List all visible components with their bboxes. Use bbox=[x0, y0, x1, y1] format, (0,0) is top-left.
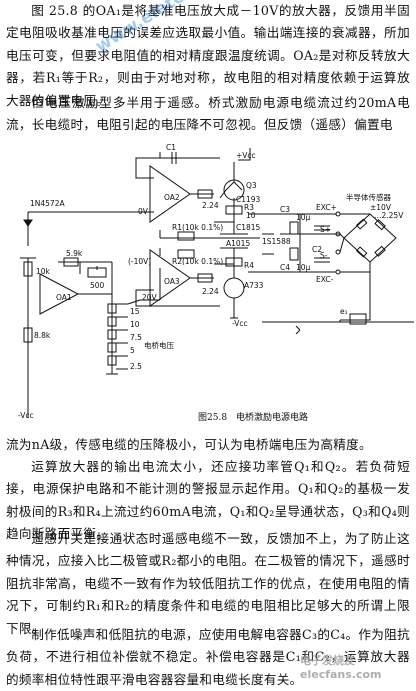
vcc-minus-label: -Vcc bbox=[18, 411, 34, 420]
r3-label: R3 bbox=[244, 203, 254, 212]
c10u-a-label: 10μ bbox=[296, 213, 311, 222]
watermark-bottom: 电子发烧友 elecfans.com bbox=[300, 654, 382, 681]
paragraph-1: 图 25.8 的OA₁是将基准电压放大成－10V的放大器，反馈用半固定电阻吸收基… bbox=[6, 3, 410, 108]
bridge-voltage-label: 电桥电压 bbox=[144, 340, 174, 350]
ref-0v-label: 0V bbox=[138, 207, 149, 216]
r10-label: 10 bbox=[246, 211, 256, 220]
c1193-label: C1193 bbox=[236, 195, 261, 204]
exc-minus-label: EXC- bbox=[316, 275, 334, 284]
r10k-label: 10k bbox=[36, 267, 51, 276]
v75-label: 7.5 bbox=[130, 333, 142, 342]
r2-label: R2(10k 0.1%) bbox=[172, 257, 223, 266]
figure-caption: 图25.8 电桥激励电源电路 bbox=[198, 411, 308, 423]
q3-label: Q3 bbox=[246, 181, 257, 190]
vcc-minus2-label: -Vcc bbox=[232, 319, 248, 328]
r1-label: R1(10k 0.1%) bbox=[172, 223, 223, 232]
v10-label: 10 bbox=[130, 320, 140, 329]
s-minus-label: S- bbox=[320, 251, 328, 260]
oa2-label: OA2 bbox=[164, 193, 180, 202]
paragraph-3: 流为nA级，传感电缆的压降极小，可认为电桥端电压为高精度。 bbox=[6, 437, 372, 452]
v5-label: 5 bbox=[130, 346, 135, 355]
oa1-label: OA1 bbox=[56, 293, 72, 302]
v15-label: 15 bbox=[130, 307, 140, 316]
exc-plus-label: EXC+ bbox=[316, 203, 337, 212]
sensor-voltage-1: ±10V bbox=[370, 203, 392, 212]
r224a-label: 2.24 bbox=[202, 201, 219, 210]
paragraph-5: 遥感开关是接通状态时遥感电缆不一致，反馈加不上，为了防止这种情况，应接入比二极管… bbox=[6, 531, 410, 636]
a1015-label: A1015 bbox=[226, 239, 250, 248]
paragraph-2: 恒电压激励型多半用于遥感。桥式激励电源电缆流过约20mA电流，长电缆时，电阻引起… bbox=[6, 95, 410, 133]
c3-label: C3 bbox=[280, 205, 290, 214]
vcc-plus-label: +Vcc bbox=[236, 151, 256, 160]
r500-label: 500 bbox=[90, 281, 105, 290]
c1-label: C1 bbox=[166, 143, 176, 152]
c4-label: C4 bbox=[280, 263, 290, 272]
paragraph-4: 运算放大器的输出电流太小，还应接功率管Q₁和Q₂。若负荷短接，电源保护电路和不能… bbox=[6, 459, 410, 542]
c2-label: C2 bbox=[312, 245, 322, 254]
sensor-label: 半导体传感器 bbox=[346, 192, 391, 202]
sensor-voltage-2: …2.25V bbox=[374, 211, 404, 220]
oa3-label: OA3 bbox=[164, 277, 180, 286]
minus10v-label: (-10V) bbox=[128, 257, 151, 266]
bridge-excitation-circuit-figure: 1N4572A 10k 5.9k 500 OA1 8.8k -Vcc +Vcc … bbox=[18, 143, 414, 423]
r224b-label: 2.24 bbox=[202, 287, 219, 296]
v20-label: 20V bbox=[142, 293, 158, 302]
c1815-label: C1815 bbox=[236, 223, 261, 232]
r88k-label: 8.8k bbox=[34, 331, 51, 340]
s-plus-label: S+ bbox=[320, 225, 331, 234]
a733-label: A733 bbox=[244, 281, 264, 290]
c10u-b-label: 10μ bbox=[296, 263, 311, 272]
signal-label: e₁ bbox=[340, 307, 348, 316]
r4-label: R4 bbox=[244, 261, 254, 270]
v25-label: 2.5 bbox=[130, 362, 142, 371]
r59k-label: 5.9k bbox=[66, 249, 83, 258]
s1588-label: 1S1588 bbox=[262, 237, 291, 246]
diode-label: 1N4572A bbox=[30, 199, 65, 208]
